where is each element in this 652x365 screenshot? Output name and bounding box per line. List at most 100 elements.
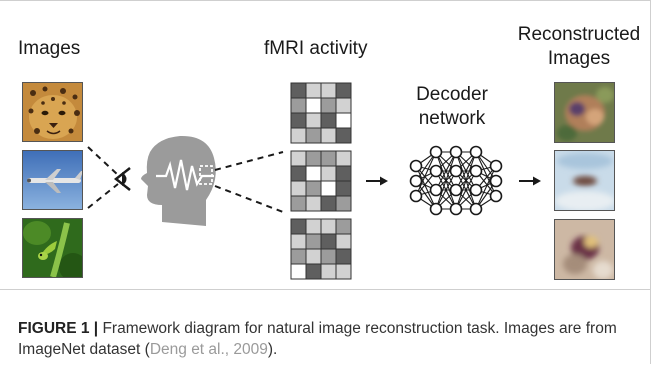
- fmri-voxel: [290, 150, 307, 167]
- network-node: [449, 164, 463, 178]
- fmri-voxel: [335, 248, 352, 265]
- arrow-to-decoder: [366, 176, 388, 186]
- network-node: [489, 159, 503, 173]
- fmri-voxel: [305, 112, 322, 129]
- network-node: [409, 189, 423, 203]
- reconstructed-leopard: [554, 82, 615, 143]
- network-node: [449, 145, 463, 159]
- fmri-voxel: [305, 195, 322, 212]
- lizard-photo: [22, 218, 83, 278]
- fmri-voxel: [290, 127, 307, 144]
- reconstructed-lizard: [554, 219, 615, 280]
- fmri-voxel: [320, 165, 337, 182]
- fmri-voxel: [320, 112, 337, 129]
- network-edge: [455, 151, 477, 210]
- fmri-voxel: [335, 218, 352, 235]
- fmri-voxel: [290, 97, 307, 114]
- network-edge: [475, 165, 497, 210]
- network-node: [469, 145, 483, 159]
- fmri-voxel: [335, 127, 352, 144]
- fmri-voxel: [305, 97, 322, 114]
- fmri-voxel: [305, 82, 322, 99]
- fmri-voxel: [290, 112, 307, 129]
- network-edge: [415, 165, 437, 210]
- fmri-voxel: [290, 180, 307, 197]
- network-node: [469, 202, 483, 216]
- fmri-voxel: [335, 112, 352, 129]
- decoder-network: [409, 145, 503, 216]
- fmri-voxel: [305, 263, 322, 280]
- fmri-activity-label: fMRI activity: [264, 38, 368, 59]
- caption-text: Framework diagram for natural image reco…: [18, 320, 617, 358]
- fmri-voxel: [335, 97, 352, 114]
- fmri-voxel: [320, 263, 337, 280]
- fmri-voxel: [320, 150, 337, 167]
- fmri-voxel: [320, 218, 337, 235]
- decoder-label-line1: Decoder: [416, 84, 488, 105]
- decoder-label-line2: network: [418, 108, 486, 129]
- fmri-grid: [290, 150, 352, 212]
- fmri-voxel: [335, 180, 352, 197]
- fmri-voxel: [290, 218, 307, 235]
- fmri-grids: [290, 82, 352, 280]
- fmri-voxel: [290, 195, 307, 212]
- network-node: [429, 164, 443, 178]
- network-node: [409, 174, 423, 188]
- fmri-grid: [290, 218, 352, 280]
- fmri-voxel: [305, 180, 322, 197]
- network-node: [429, 202, 443, 216]
- fmri-voxel: [335, 233, 352, 250]
- fmri-voxel: [320, 97, 337, 114]
- network-edge: [455, 151, 477, 191]
- fmri-voxel: [305, 233, 322, 250]
- fmri-voxel: [335, 82, 352, 99]
- fmri-voxel: [290, 248, 307, 265]
- network-node: [449, 202, 463, 216]
- fmri-voxel: [290, 165, 307, 182]
- fmri-voxel: [335, 150, 352, 167]
- reconstructed-airplane: [554, 150, 615, 211]
- dashed-line-to-grid-top: [214, 151, 284, 171]
- fmri-grid: [290, 82, 352, 144]
- figure-label: FIGURE 1 |: [18, 320, 99, 337]
- caption-closing: ).: [267, 341, 278, 358]
- fmri-voxel: [305, 150, 322, 167]
- dashed-line-bottom: [87, 183, 119, 209]
- fmri-voxel: [305, 165, 322, 182]
- dashed-line-top: [87, 146, 119, 176]
- leopard-photo: [22, 82, 83, 142]
- fmri-voxel: [290, 233, 307, 250]
- fmri-voxel: [320, 248, 337, 265]
- network-edge: [415, 151, 437, 197]
- caption-citation[interactable]: Deng et al., 2009: [149, 341, 268, 358]
- network-node: [409, 159, 423, 173]
- network-edge: [435, 170, 457, 210]
- reconstructed-label-line1: Reconstructed: [517, 24, 641, 45]
- images-label: Images: [18, 38, 81, 59]
- fmri-voxel: [320, 195, 337, 212]
- reconstructed-label-line2: Images: [547, 48, 611, 69]
- dashed-line-to-grid-bottom: [214, 185, 284, 213]
- airplane-photo: [22, 150, 83, 210]
- network-node: [489, 174, 503, 188]
- network-edge: [435, 151, 457, 191]
- network-node: [489, 189, 503, 203]
- fmri-voxel: [290, 263, 307, 280]
- fmri-voxel: [305, 127, 322, 144]
- network-node: [429, 145, 443, 159]
- network-node: [469, 164, 483, 178]
- fmri-voxel: [305, 218, 322, 235]
- fmri-voxel: [305, 248, 322, 265]
- network-edge: [475, 151, 497, 197]
- fmri-voxel: [335, 195, 352, 212]
- fmri-voxel: [290, 82, 307, 99]
- network-node: [469, 183, 483, 197]
- fmri-voxel: [320, 82, 337, 99]
- fmri-voxel: [335, 165, 352, 182]
- fmri-voxel: [320, 233, 337, 250]
- eye-icon: [113, 167, 131, 191]
- fmri-voxel: [320, 127, 337, 144]
- arrow-to-reconstructed: [519, 176, 541, 186]
